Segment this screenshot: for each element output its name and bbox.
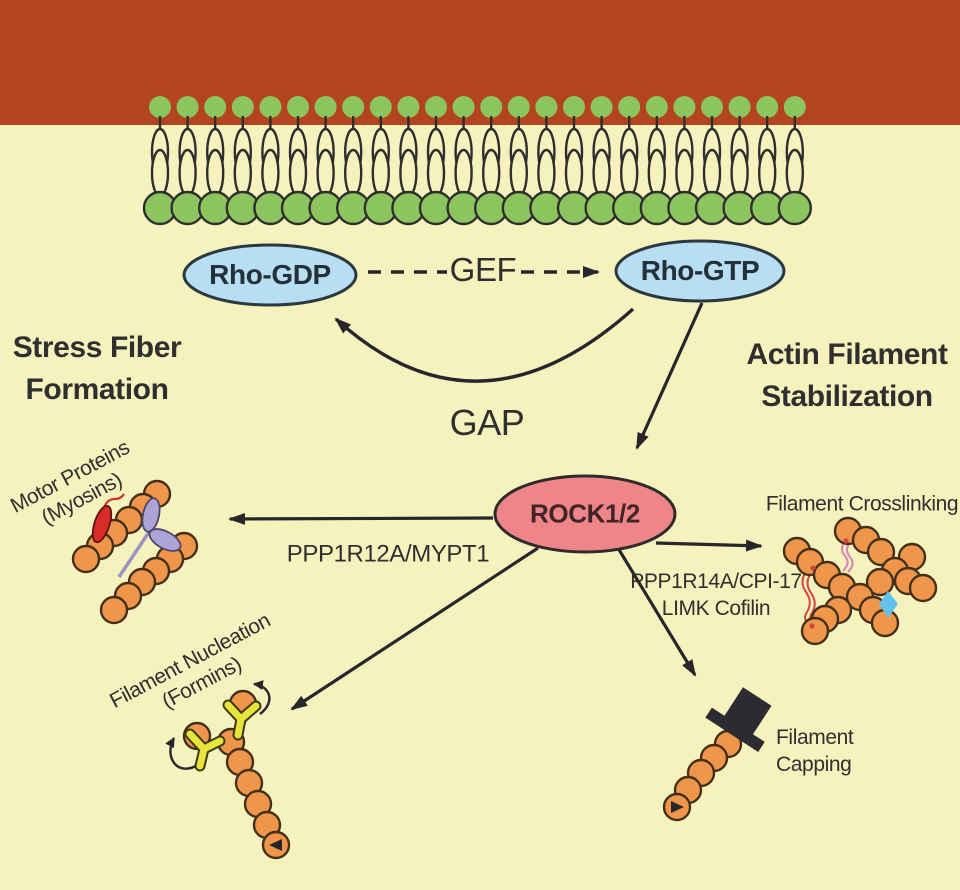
rock-to-myosin-arrow [228,512,494,525]
rho-gdp-label: Rho-GDP [209,259,331,291]
formin-curl-arrow-left [165,737,197,770]
rock-to-capping-arrow [616,547,697,677]
cofilin-blue-shape [879,591,898,618]
myosin-lobe-2 [148,528,182,552]
heading-actin-filament-stabilization: Actin Filament Stabilization [746,338,948,413]
rock-to-crosslinking-arrow [655,539,763,552]
formin-y-shapes [184,699,262,772]
myosin-illustration [71,479,199,625]
cpi-limk-label: PPP1R14A/CPI-17 LIMK Cofilin [630,570,802,620]
myosin-tail-squiggle [102,493,125,509]
myosin-stalk [117,528,153,578]
rock-label: ROCK1/2 [530,498,640,529]
rho-gdp-ellipse [182,243,358,307]
mypt-label: PPP1R12A/MYPT1 [286,540,490,568]
gef-label: GEF [449,250,517,288]
myosin-head-red [91,504,113,544]
filament-crosslinking-label: Filament Crosslinking [765,492,959,516]
gap-label: GAP [449,401,525,443]
myosin-lobe-1 [141,497,161,533]
rock-to-formin-arrow [290,546,539,711]
filament-capping-label: Filament Capping [776,726,854,777]
extracellular-band [0,0,960,125]
rho-gtp-to-rock-arrow [635,302,704,450]
capping-chain-end-triangle [671,801,684,813]
rho-gtp-ellipse [614,239,786,303]
rock-ellipse [493,474,677,554]
formin-chain-end-triangle [269,839,282,851]
gap-curved-arrow [334,307,635,383]
formin-curl-arrow-right [253,680,271,715]
rho-gtp-label: Rho-GTP [640,255,760,287]
capping-protein-hat [705,687,772,752]
capping-illustration [662,687,772,822]
formin-illustration [165,680,291,860]
crosslinking-illustration [782,516,938,646]
plasma-membrane-bilayer [142,96,812,226]
heading-stress-fiber-formation: Stress Fiber Formation [12,331,182,406]
